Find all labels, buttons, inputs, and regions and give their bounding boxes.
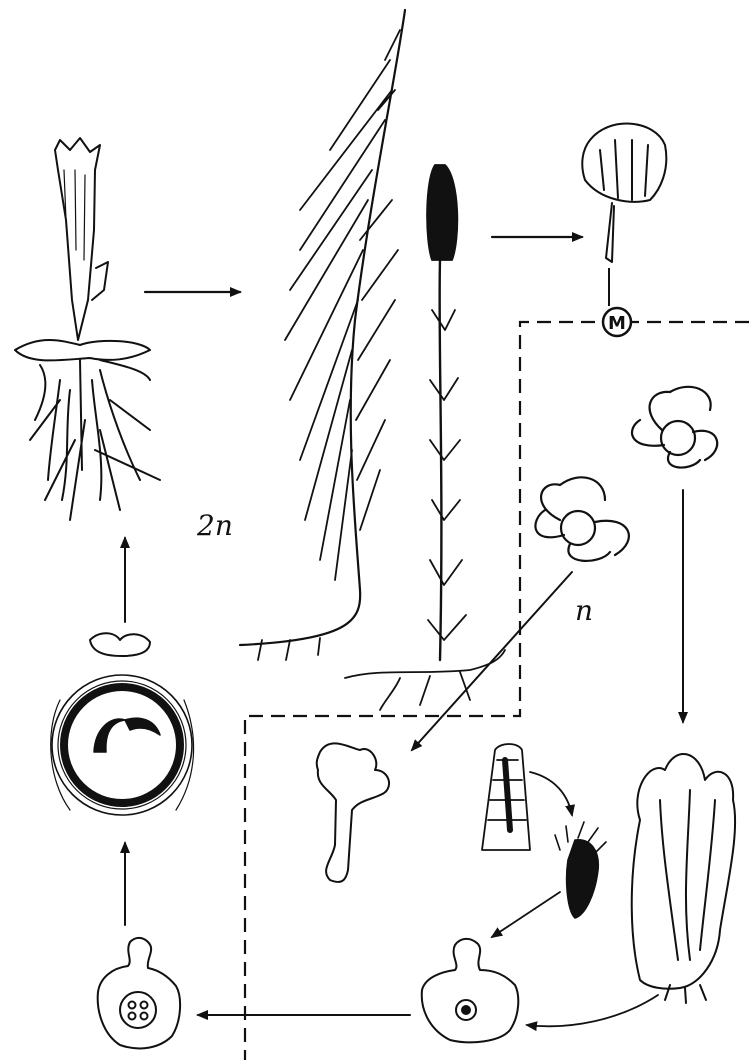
archegonium [422,939,519,1042]
sporangiophore [582,124,666,262]
arrow-sperm-to-archegonium [492,892,560,937]
meiosis-marker: M [603,268,631,336]
gametophyte-with-embryo [51,633,194,815]
arrow-antheridium-to-sperm [530,772,572,815]
spore-with-elaters-2 [535,477,628,561]
germinating-spore [317,743,389,882]
sperm [555,822,606,918]
diploid-label: 2n [196,509,233,542]
arrow-spore-germination [412,572,572,750]
antheridium [482,744,530,850]
spore-with-elaters [632,387,717,468]
meiosis-label: M [608,313,626,334]
arrow-gametophyte-to-archegonium [527,995,658,1026]
gametophyte [632,754,735,1003]
young-sporophyte [15,138,160,520]
vegetative-shoot [240,10,405,660]
haploid-label: n [575,594,593,627]
fertile-shoot [345,165,505,710]
embryo-in-archegonium [98,938,180,1049]
